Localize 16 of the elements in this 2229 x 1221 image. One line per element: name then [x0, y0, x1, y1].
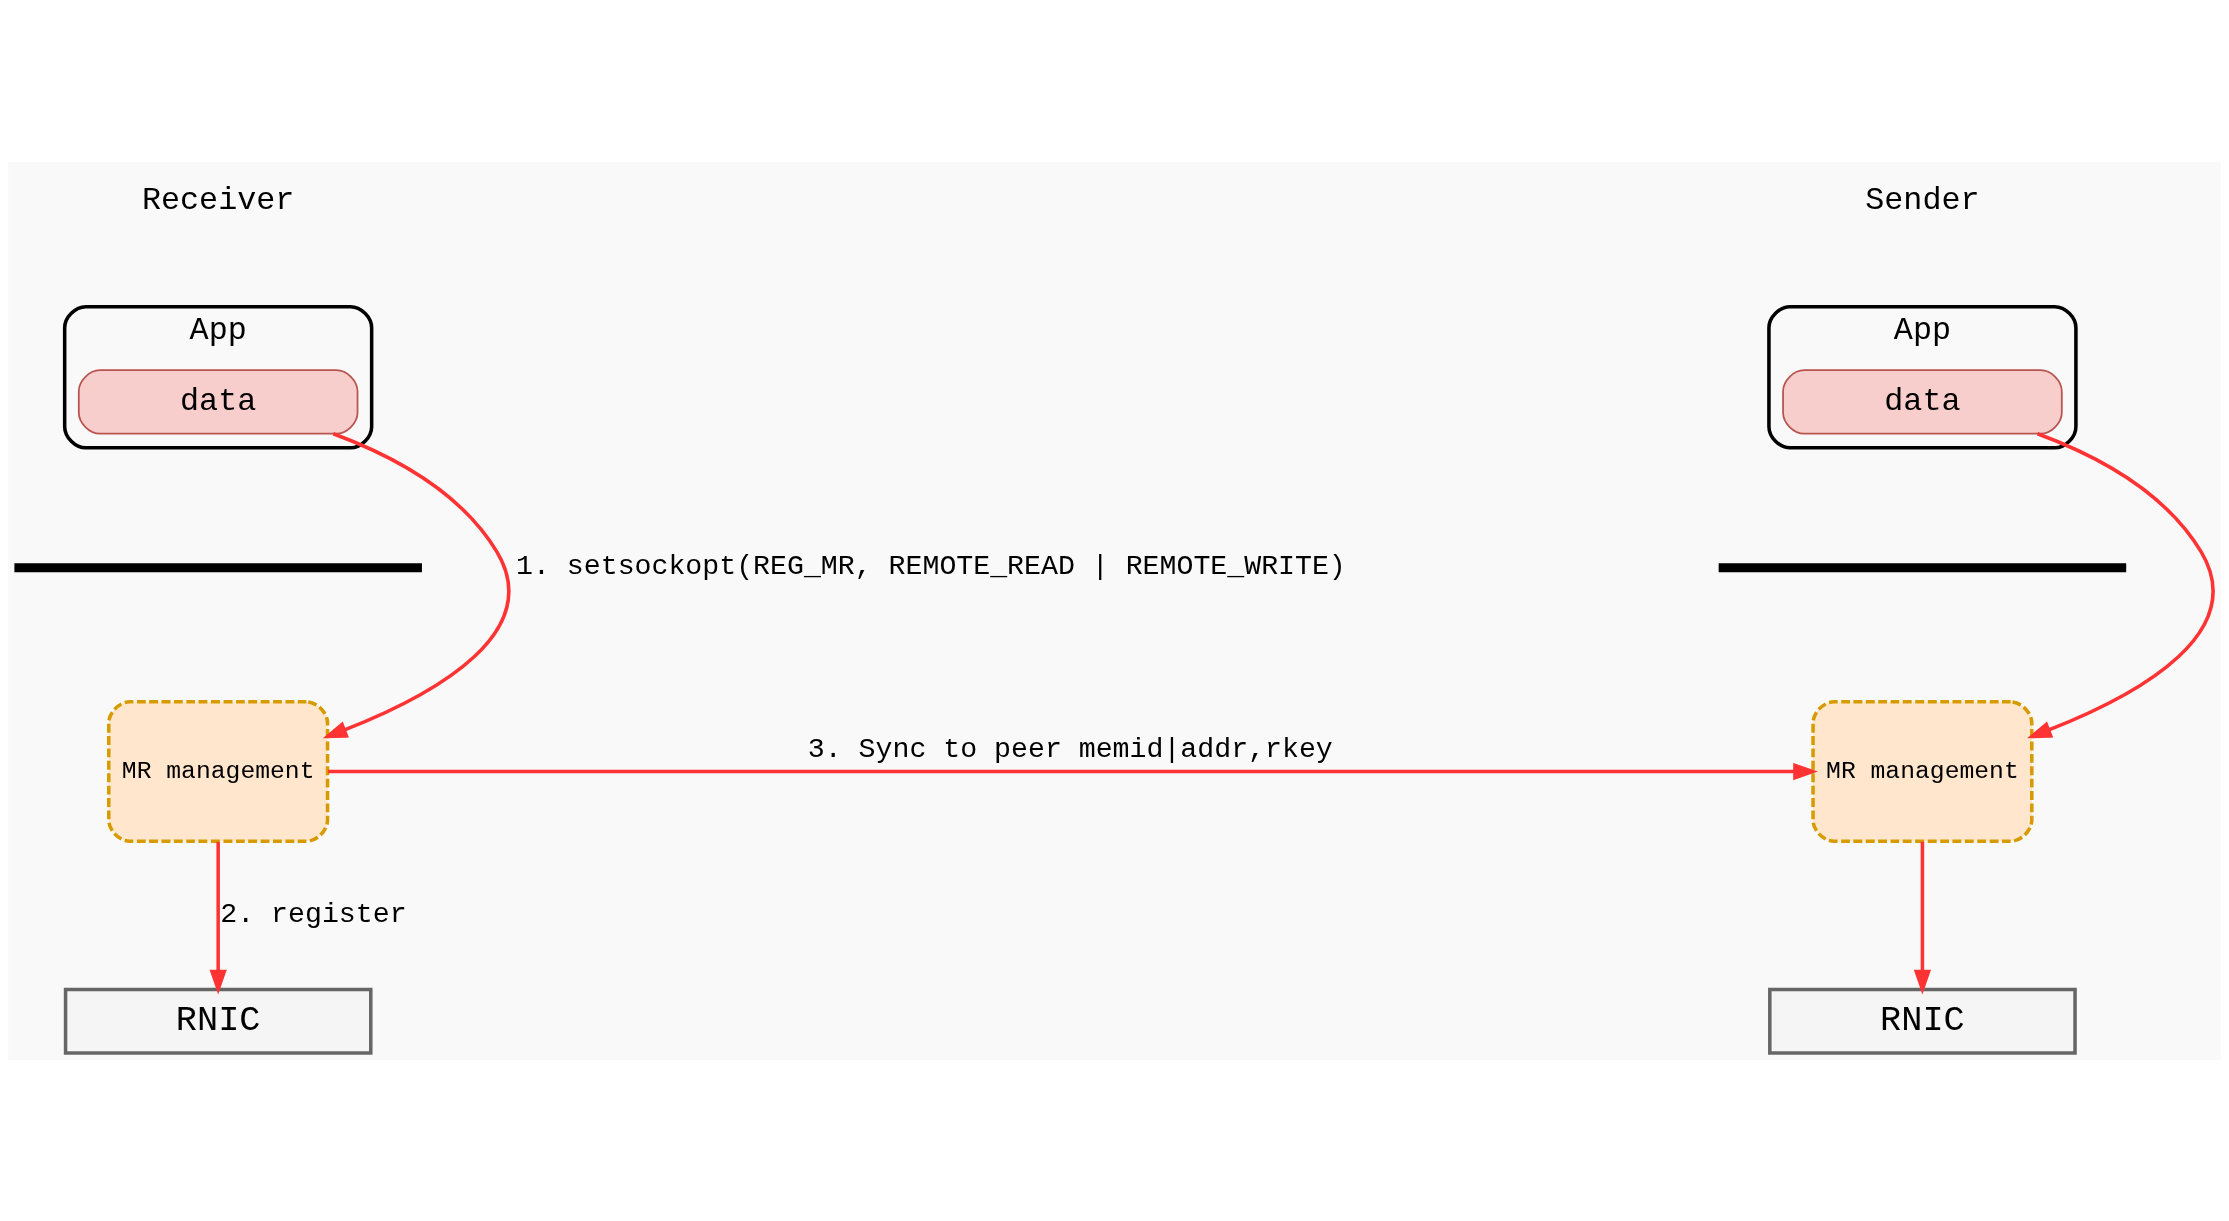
arrow — [209, 841, 227, 994]
node-box: RNIC — [63, 987, 373, 1055]
arrow — [1913, 841, 1932, 994]
node-box: data — [77, 368, 359, 435]
node-bar — [14, 562, 422, 572]
node-bar — [1718, 562, 2127, 572]
node-box: data — [1782, 368, 2063, 435]
edge-label: 3. Sync to peer memid|addr,rkey — [807, 733, 1333, 765]
arrow — [328, 762, 1818, 780]
edge-label: 2. register — [220, 898, 407, 930]
node-box: RNIC — [1768, 987, 2077, 1055]
label: Receiver — [141, 182, 295, 219]
edge-label: 1. setsockopt(REG_MR, REMOTE_READ | REMOTE_WRITE) — [516, 550, 1346, 582]
node-box: MR management — [107, 699, 330, 843]
node-box: MR management — [1811, 699, 2034, 843]
label: Sender — [1865, 182, 1980, 219]
